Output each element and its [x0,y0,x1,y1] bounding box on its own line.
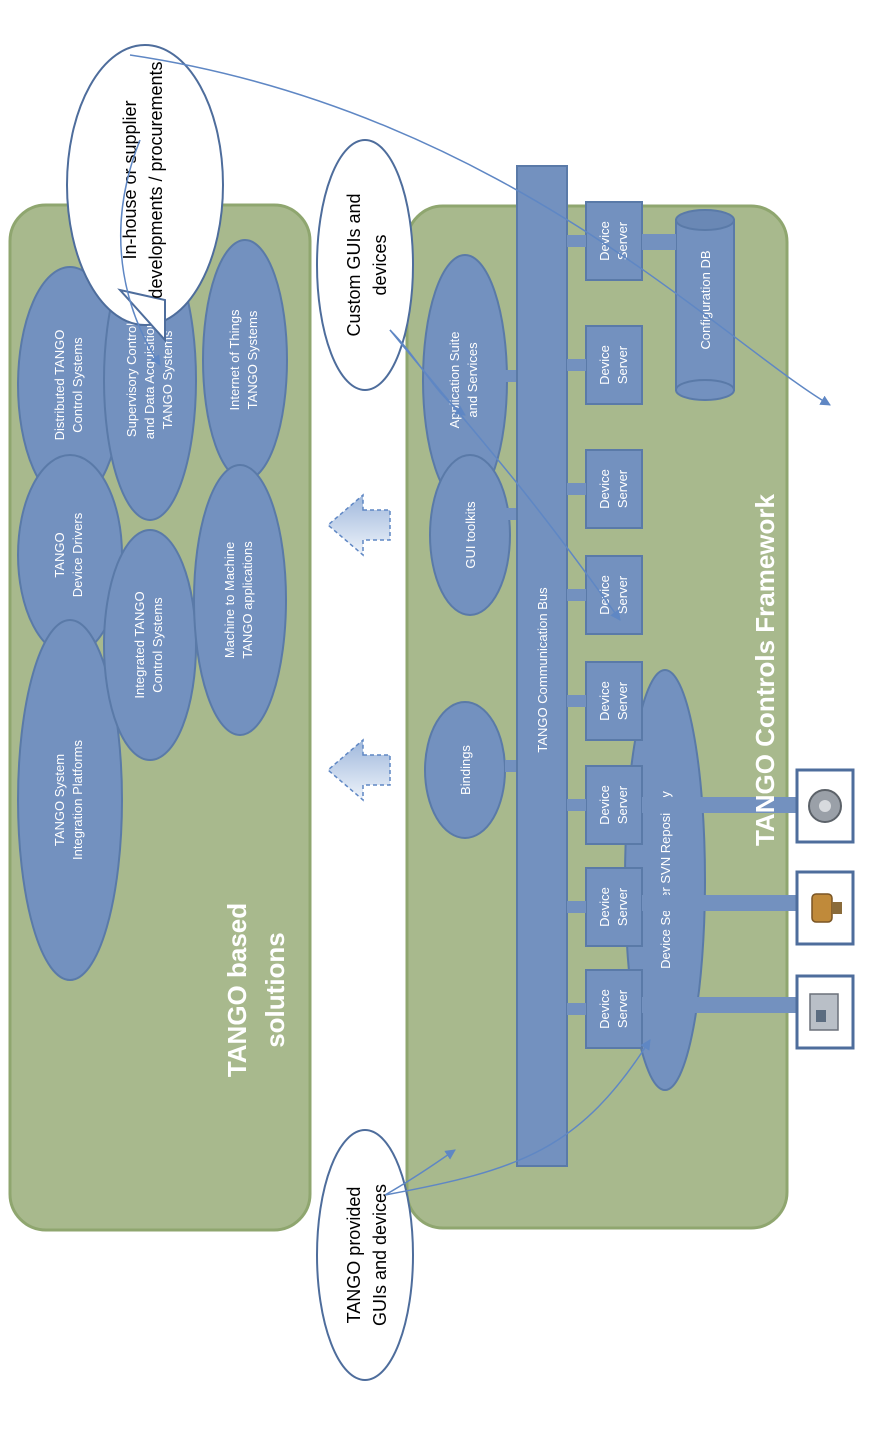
svg-text:Device: Device [597,887,612,927]
svg-text:TANGO Systems: TANGO Systems [245,310,260,409]
svg-text:Server: Server [615,989,630,1028]
bindings-cloud: Bindings [424,701,506,839]
svg-text:Integrated TANGO: Integrated TANGO [132,591,147,698]
svg-text:Supervisory Control: Supervisory Control [124,323,139,437]
svg-text:TANGO Systems: TANGO Systems [160,330,175,429]
device-server: Device Server [585,867,643,947]
svg-text:TANGO System: TANGO System [52,754,67,846]
svg-text:Device: Device [597,575,612,615]
device-server: Device Server [585,449,643,529]
svg-text:Internet of Things: Internet of Things [227,309,242,410]
motor-device-icon [795,870,855,946]
framework-title: TANGO Controls Framework [750,493,780,846]
svg-text:Integration Platforms: Integration Platforms [70,740,85,860]
svg-text:and Data Acquisition: and Data Acquisition [142,321,157,440]
solution-cloud: Internet of Things TANGO Systems [202,239,288,481]
solutions-title: TANGO based [222,903,252,1077]
configuration-db: Configuration DB [675,209,735,401]
device-server: Device Server [585,325,643,405]
bus-connector [567,235,586,1015]
svg-text:Server: Server [615,575,630,614]
svg-text:GUI toolkits: GUI toolkits [463,501,478,569]
svg-text:Device: Device [597,785,612,825]
svg-text:Server: Server [615,681,630,720]
svg-text:Server: Server [615,785,630,824]
svg-text:devices: devices [370,234,390,295]
svg-text:Device: Device [597,469,612,509]
device-server: Device Server [585,969,643,1049]
inhouse-bubble: In-house or supplier developments / proc… [66,44,224,343]
cloud-bus-connector [505,760,517,772]
device-server: Device Server [585,661,643,741]
turbine-device-icon [795,768,855,844]
custom-bubble: Custom GUIs and devices [316,139,414,391]
device-server: Device Server [585,555,643,635]
solution-cloud: Integrated TANGO Control Systems [103,529,197,761]
svg-text:Bindings: Bindings [458,745,473,795]
svg-text:Server: Server [615,221,630,260]
device-server: Device Server [585,201,643,281]
device-server: Device Server [585,765,643,845]
svg-text:Configuration DB: Configuration DB [698,251,713,350]
svg-text:Device Drivers: Device Drivers [70,512,85,597]
svg-text:Control Systems: Control Systems [70,337,85,433]
svg-text:Device Server SVN Repository: Device Server SVN Repository [658,791,673,969]
svg-text:and Services: and Services [465,342,480,418]
svg-text:TANGO: TANGO [52,532,67,577]
connector-arrow [120,54,831,1196]
solution-cloud: Distributed TANGO Control Systems [17,266,123,504]
hardware-device-icon [795,974,855,1050]
solution-cloud: TANGO System Integration Platforms [17,619,123,981]
cloud-bus-connector [505,370,517,382]
svg-text:Custom GUIs and: Custom GUIs and [344,193,364,336]
solutions-title: solutions [260,932,290,1048]
svg-text:Server: Server [615,887,630,926]
provided-bubble: TANGO provided GUIs and devices [316,1129,414,1381]
communication-bus: TANGO Communication Bus [516,165,568,1167]
svg-text:Device: Device [597,221,612,261]
svg-text:Device: Device [597,989,612,1029]
svg-text:TANGO provided: TANGO provided [344,1187,364,1324]
solution-cloud: Machine to Machine TANGO applications [193,464,287,736]
svg-text:TANGO Communication Bus: TANGO Communication Bus [535,587,550,753]
hardware-link [642,234,797,1013]
block-arrow [326,493,391,557]
svg-text:Machine to Machine: Machine to Machine [222,542,237,658]
svg-text:Distributed TANGO: Distributed TANGO [52,330,67,441]
svg-text:developments / procurements: developments / procurements [146,61,166,298]
svg-text:Device: Device [597,345,612,385]
cloud-bus-connector [505,508,517,520]
svg-text:Server: Server [615,345,630,384]
svg-text:Server: Server [615,469,630,508]
svg-text:In-house or supplier: In-house or supplier [120,100,140,259]
svg-text:TANGO applications: TANGO applications [240,541,255,659]
block-arrow [326,738,391,802]
svg-text:Device: Device [597,681,612,721]
gui-toolkits-cloud: GUI toolkits [429,454,511,616]
svg-text:GUIs and devices: GUIs and devices [370,1184,390,1326]
svg-text:Control Systems: Control Systems [150,597,165,693]
